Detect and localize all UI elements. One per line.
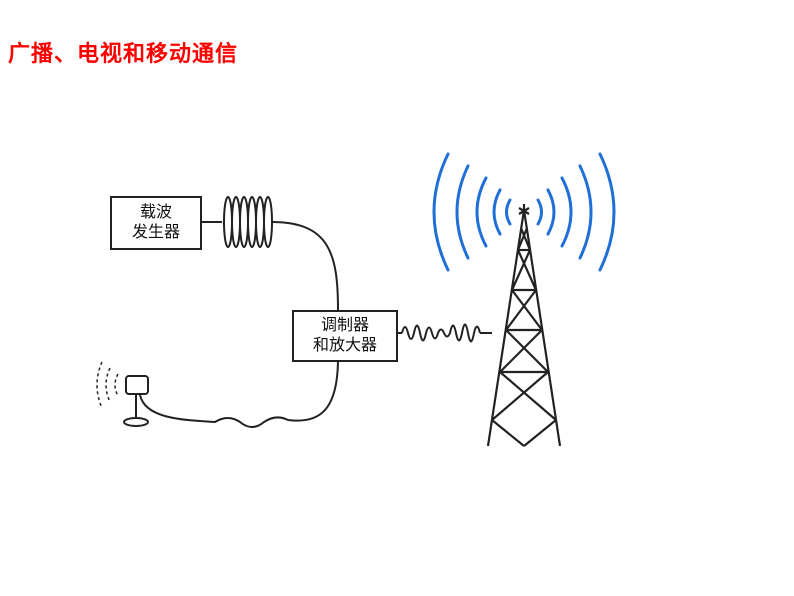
transmission-tower-icon (486, 204, 562, 447)
carrier-connection-line (271, 221, 339, 311)
page-title: 广播、电视和移动通信 (8, 42, 239, 67)
microphone-icon (123, 375, 149, 427)
modulator-amplifier-box: 调制器 和放大器 (292, 310, 398, 362)
carrier-wave-coil (198, 196, 273, 248)
carrier-generator-label-line2: 发生器 (131, 222, 180, 241)
radio-wave-icon (432, 152, 616, 272)
sound-wave-icon (96, 361, 119, 409)
modulated-wave (401, 323, 481, 343)
modulator-label-line1: 调制器 (320, 315, 369, 334)
modulator-label-line2: 和放大器 (312, 335, 377, 354)
carrier-generator-box: 载波 发生器 (110, 196, 202, 250)
audio-connection-line (139, 357, 339, 428)
carrier-generator-label-line1: 载波 (139, 202, 172, 221)
